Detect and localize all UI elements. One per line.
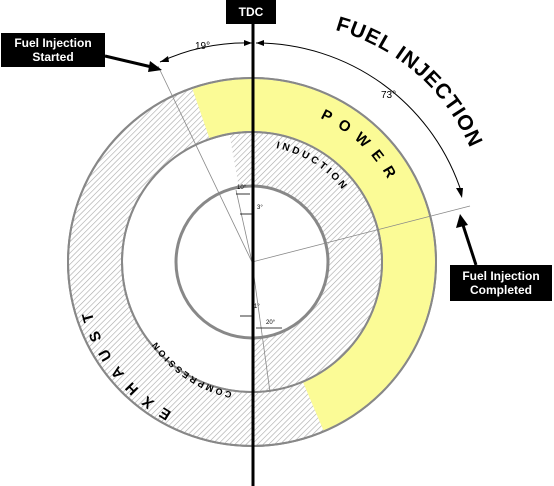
- angle-19: 19°: [195, 41, 210, 52]
- callout-arrows: [104, 54, 478, 266]
- inner-ref-line-1: [235, 189, 253, 263]
- angle-1: 1°: [254, 304, 260, 310]
- induction-sector: [229, 133, 381, 384]
- compression-end-sector: [252, 334, 297, 391]
- arrow-73-left: [256, 40, 264, 46]
- started-pointer-head: [148, 61, 162, 72]
- tdc-text: TDC: [238, 5, 264, 19]
- arrow-73-right: [456, 188, 463, 198]
- injection-started-line-2: Started: [32, 50, 74, 64]
- angle-10: 10°: [237, 185, 247, 191]
- injection-started-line-1: Fuel Injection: [14, 36, 92, 50]
- reference-lines: [157, 65, 471, 393]
- injection-completed-line-1: Fuel Injection: [462, 269, 540, 283]
- arrow-19-right: [244, 40, 252, 46]
- injection-completed-line-2: Completed: [469, 283, 532, 297]
- injection-completed-callout: Fuel Injection Completed: [450, 265, 552, 301]
- injection-end-line: [251, 205, 471, 263]
- injection-started-callout: Fuel Injection Started: [1, 33, 105, 67]
- arrow-19-left: [160, 56, 169, 62]
- tdc-label: TDC: [226, 0, 276, 24]
- arc-73-deg: [255, 42, 463, 195]
- angle-3: 3°: [257, 205, 263, 211]
- power-sector: [192, 78, 436, 431]
- arc-arrows: [160, 40, 463, 198]
- completed-pointer-line: [460, 221, 478, 266]
- angle-73: 73°: [381, 90, 396, 101]
- angle-20: 20°: [266, 320, 276, 326]
- inner-ref-line-2: [251, 261, 271, 393]
- started-pointer-line: [104, 54, 157, 70]
- completed-pointer-head: [456, 214, 468, 228]
- inner-angle-markers: [236, 193, 282, 329]
- injection-start-line: [157, 65, 253, 263]
